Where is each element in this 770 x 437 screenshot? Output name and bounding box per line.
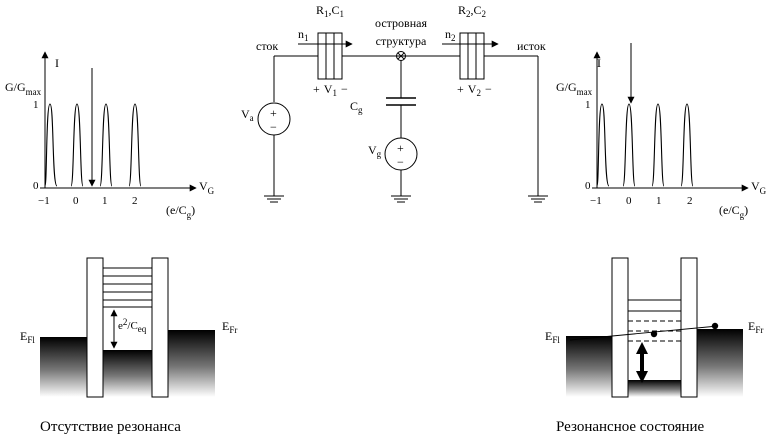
band-right-electrode-right bbox=[697, 329, 743, 397]
band-right-barrier-right bbox=[680, 257, 698, 398]
va-label: Va bbox=[241, 107, 254, 123]
band-left-efr: EFr bbox=[222, 319, 237, 335]
cg-label: Cg bbox=[350, 99, 363, 115]
plot-left-x-label: VG bbox=[199, 179, 215, 196]
plot-right-x-units: (e/Cg) bbox=[719, 203, 748, 220]
plot-right-y-tick-1: 1 bbox=[585, 99, 591, 111]
source-label: исток bbox=[517, 39, 546, 53]
vg-plus: + bbox=[397, 141, 404, 155]
plot-right-x-label: VG bbox=[751, 179, 767, 196]
band-right-levels bbox=[628, 299, 681, 342]
plot-right-x-tick: 0 bbox=[626, 195, 632, 207]
r2-label: R2,C2 bbox=[458, 3, 486, 19]
plot-left-y-label: I bbox=[55, 56, 59, 70]
plot-left-x-tick: 2 bbox=[132, 195, 138, 207]
plot-left-y-label2: G/Gmax bbox=[5, 80, 42, 97]
band-right-tunnel-line bbox=[569, 325, 719, 341]
plot-left-y-tick-0: 0 bbox=[33, 180, 39, 192]
band-left: EFl EFr e2/Ceq Отсутствие резонанса bbox=[20, 257, 237, 435]
va-minus: − bbox=[270, 120, 277, 134]
band-right-island-fill bbox=[628, 380, 681, 397]
plot-right-x-tick: −1 bbox=[590, 195, 602, 207]
plot-left-x-units: (e/Cg) bbox=[166, 203, 195, 220]
plot-right-y-label: I bbox=[597, 56, 601, 70]
plot-left-peaks bbox=[44, 103, 142, 187]
band-left-caption: Отсутствие резонанса bbox=[40, 419, 181, 435]
circuit-labels: R1,C1 R2,C2 островная структура сток ист… bbox=[241, 3, 546, 169]
plot-left-x-tick: 1 bbox=[102, 195, 108, 207]
r1-label: R1,C1 bbox=[316, 3, 344, 19]
plot-right-x-tick: 1 bbox=[656, 195, 662, 207]
band-right: EFl EFr Резонансное состояние bbox=[545, 257, 763, 435]
band-right-electron bbox=[711, 322, 719, 330]
band-right-barrier-left bbox=[611, 257, 629, 398]
plot-right: I G/Gmax 1 0 VG −1 0 1 2 (e/Cg) bbox=[556, 43, 767, 220]
drain-label: сток bbox=[256, 39, 278, 53]
band-left-island-fill bbox=[103, 350, 152, 397]
ground-center-icon bbox=[391, 195, 411, 203]
band-left-electrode-right bbox=[168, 330, 215, 397]
plot-right-x-tick: 2 bbox=[687, 195, 693, 207]
band-right-electron bbox=[650, 330, 658, 338]
junction-r2 bbox=[459, 32, 485, 80]
band-left-levels bbox=[103, 267, 152, 308]
island-label: островная bbox=[375, 16, 427, 30]
band-left-efl: EFl bbox=[20, 329, 35, 345]
band-right-caption: Резонансное состояние bbox=[556, 419, 705, 435]
plot-left: I G/Gmax 1 0 VG −1 0 1 2 (e/Cg) bbox=[5, 51, 215, 220]
n1-label: n1 bbox=[298, 27, 309, 43]
band-right-efl: EFl bbox=[545, 329, 560, 345]
plot-left-x-tick: 0 bbox=[73, 195, 79, 207]
va-plus: + bbox=[270, 106, 277, 120]
plot-right-y-tick-0: 0 bbox=[585, 180, 591, 192]
v1-label: +V1− bbox=[313, 82, 348, 98]
vg-label: Vg bbox=[368, 143, 382, 159]
band-left-electrode-left bbox=[40, 337, 87, 397]
plot-left-x-tick: −1 bbox=[38, 195, 50, 207]
island-label: структура bbox=[376, 34, 427, 48]
v2-label: +V2− bbox=[457, 82, 492, 98]
ground-left-icon bbox=[264, 195, 284, 203]
vg-minus: − bbox=[397, 155, 404, 169]
ground-right-icon bbox=[528, 195, 548, 203]
plot-right-y-label2: G/Gmax bbox=[556, 80, 593, 97]
junction-r1 bbox=[317, 32, 343, 80]
band-left-barrier-left bbox=[86, 257, 104, 398]
band-right-electrode-left bbox=[566, 336, 612, 397]
band-right-efr: EFr bbox=[748, 319, 763, 335]
circuit bbox=[257, 32, 548, 203]
plot-right-peaks bbox=[596, 103, 694, 187]
plot-left-y-tick-1: 1 bbox=[33, 99, 39, 111]
n2-label: n2 bbox=[445, 27, 456, 43]
band-left-barrier-right bbox=[151, 257, 169, 398]
band-left-charge-label: e2/Ceq bbox=[118, 317, 147, 334]
